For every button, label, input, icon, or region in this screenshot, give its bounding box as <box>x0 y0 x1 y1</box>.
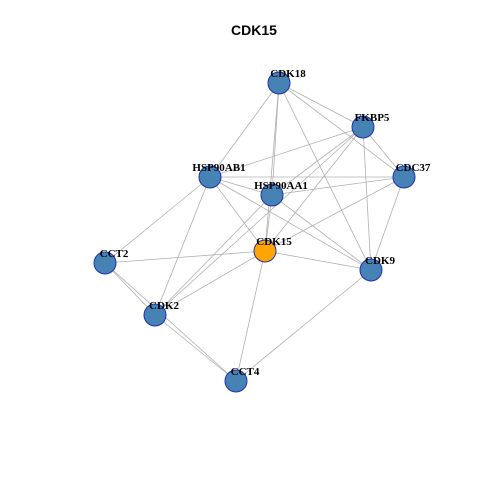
edge-cdk18-hsp90ab1 <box>209 82 280 178</box>
edge-fkbp5-hsp90ab1 <box>209 126 364 178</box>
edge-cdk15-cdk9 <box>264 250 372 271</box>
figure-title: CDK15 <box>231 22 277 38</box>
edge-hsp90aa1-cdc37 <box>271 176 405 196</box>
node-label-cdk9: CDK9 <box>365 255 395 267</box>
edge-cct2-cct4 <box>104 262 237 382</box>
edge-hsp90ab1-cct2 <box>104 176 211 264</box>
edge-cdc37-cdk15 <box>264 176 405 252</box>
edge-fkbp5-cdk2 <box>154 126 364 316</box>
edge-cdk18-cdk15 <box>264 82 280 252</box>
node-cdk9[interactable] <box>359 258 383 282</box>
edge-hsp90ab1-cdk15 <box>209 176 266 252</box>
edge-cdc37-cdk9 <box>370 176 405 271</box>
node-cdk15[interactable] <box>253 239 277 263</box>
edge-cdk18-fkbp5 <box>278 82 364 128</box>
edge-layer <box>104 82 405 382</box>
node-label-cct2: CCT2 <box>100 248 129 260</box>
node-layer <box>93 71 416 393</box>
edge-fkbp5-hsp90aa1 <box>271 126 364 196</box>
node-label-hsp90aa1: HSP90AA1 <box>254 180 308 192</box>
edge-cdk15-cdk2 <box>154 250 266 316</box>
edge-hsp90aa1-cdk9 <box>271 194 372 271</box>
edge-cdk18-cdk9 <box>278 82 372 271</box>
edge-cdk9-cct4 <box>235 269 372 382</box>
node-hsp90aa1[interactable] <box>260 183 284 207</box>
edge-hsp90ab1-cdk9 <box>209 176 372 271</box>
node-cdc37[interactable] <box>392 165 416 189</box>
edge-cdk2-cct4 <box>154 314 237 382</box>
edge-cct2-cdk2 <box>104 262 156 316</box>
node-label-cdk15: CDK15 <box>256 236 292 248</box>
node-cdk2[interactable] <box>143 303 167 327</box>
node-label-cdk18: CDK18 <box>270 68 306 80</box>
edge-hsp90ab1-cdk2 <box>154 176 211 316</box>
node-cdk18[interactable] <box>267 71 291 95</box>
node-label-hsp90ab1: HSP90AB1 <box>192 162 245 174</box>
edge-fkbp5-cdk9 <box>362 126 372 271</box>
node-fkbp5[interactable] <box>351 115 375 139</box>
edge-cdk15-cct2 <box>104 250 266 264</box>
edge-cdk18-cdc37 <box>278 82 405 178</box>
node-label-cct4: CCT4 <box>231 366 260 378</box>
node-cct4[interactable] <box>224 369 248 393</box>
edge-cdk15-cct4 <box>235 250 266 382</box>
node-cct2[interactable] <box>93 251 117 275</box>
node-label-fkbp5: FKBP5 <box>355 112 390 124</box>
node-label-cdk2: CDK2 <box>149 300 179 312</box>
node-label-cdc37: CDC37 <box>396 162 431 174</box>
node-hsp90ab1[interactable] <box>198 165 222 189</box>
